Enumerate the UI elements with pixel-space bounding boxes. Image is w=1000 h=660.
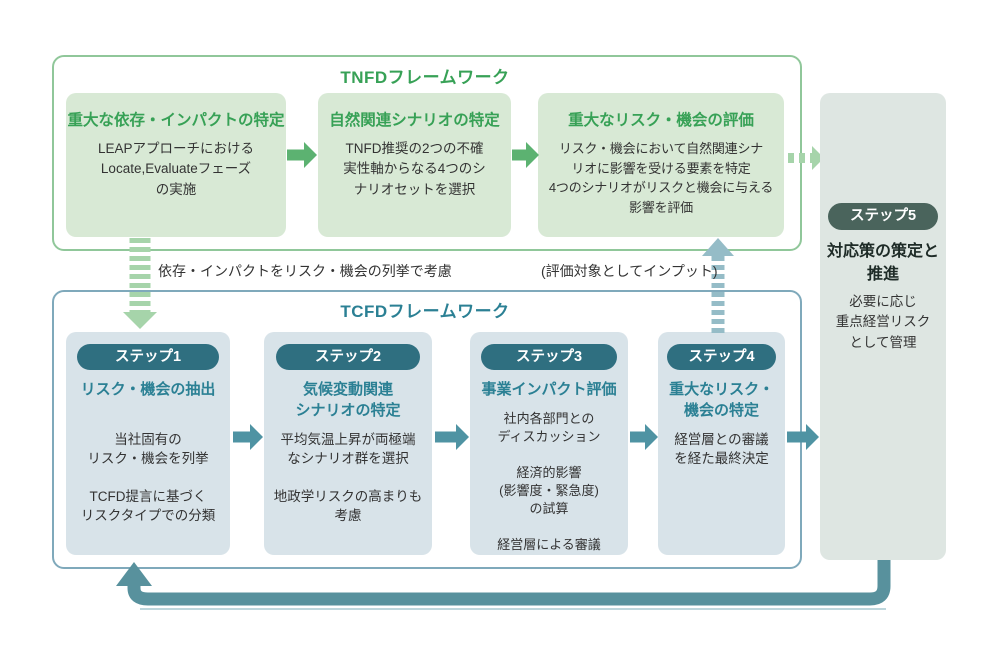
step5-badge: ステップ5 (828, 203, 938, 230)
step4-title: 重大なリスク・機会の特定 (669, 381, 774, 419)
tcfd-step3-box: ステップ3 事業インパクト評価 社内各部門とのディスカッション経済的影響(影響度… (470, 332, 628, 555)
step5-panel: ステップ5 対応策の策定と推進 必要に応じ重点経営リスクとして管理 (820, 93, 946, 560)
dashed-arrow-down-icon (123, 238, 157, 330)
tnfd-box-title: 重大な依存・インパクトの特定 (67, 112, 285, 129)
step1-badge: ステップ1 (77, 344, 219, 370)
tnfd-to-tcfd-label: 依存・インパクトをリスク・機会の列挙で考慮 (158, 263, 452, 279)
step2-badge: ステップ2 (275, 344, 421, 370)
arrow-right-icon (233, 423, 263, 451)
step5-title: 対応策の策定と推進 (826, 243, 939, 284)
step4-body: 経営層との審議を経た最終決定 (674, 432, 769, 466)
step2-title: 気候変動関連シナリオの特定 (295, 381, 401, 419)
tnfd-framework-title: TNFDフレームワーク (340, 68, 510, 87)
arrow-right-icon (512, 141, 539, 169)
dashed-arrow-up-icon (702, 238, 734, 334)
arrow-right-icon (435, 423, 469, 451)
dashed-arrow-right-icon (788, 146, 824, 170)
tnfd-box-body: TNFD推奨の2つの不確実性軸からなる4つのシナリオセットを選択 (343, 141, 486, 197)
step3-title: 事業インパクト評価 (481, 381, 617, 398)
arrow-right-icon (630, 423, 658, 451)
tnfd-box-nature-scenario: 自然関連シナリオの特定 TNFD推奨の2つの不確実性軸からなる4つのシナリオセッ… (318, 93, 511, 237)
tnfd-box-title: 自然関連シナリオの特定 (329, 112, 500, 129)
step3-body: 社内各部門とのディスカッション経済的影響(影響度・緊急度)の試算経営層による審議 (497, 411, 601, 552)
tnfd-box-title: 重大なリスク・機会の評価 (568, 112, 754, 129)
step4-badge: ステップ4 (666, 344, 777, 370)
step2-body: 平均気温上昇が両極端なシナリオ群を選択地政学リスクの高まりも考慮 (273, 432, 423, 523)
step3-badge: ステップ3 (481, 344, 617, 370)
arrow-right-icon (287, 141, 317, 169)
step5-body: 必要に応じ重点経営リスクとして管理 (835, 294, 931, 350)
tnfd-box-risk-opportunity-eval: 重大なリスク・機会の評価 リスク・機会において自然関連シナリオに影響を受ける要素… (538, 93, 784, 237)
tcfd-step2-box: ステップ2 気候変動関連シナリオの特定 平均気温上昇が両極端なシナリオ群を選択地… (264, 332, 432, 555)
tcfd-framework-title: TCFDフレームワーク (340, 302, 510, 321)
tcfd-to-tnfd-label: (評価対象としてインプット) (541, 263, 718, 279)
step1-title: リスク・機会の抽出 (80, 381, 216, 398)
arrow-right-icon (787, 423, 819, 451)
tcfd-step4-box: ステップ4 重大なリスク・機会の特定 経営層との審議を経た最終決定 (658, 332, 785, 555)
